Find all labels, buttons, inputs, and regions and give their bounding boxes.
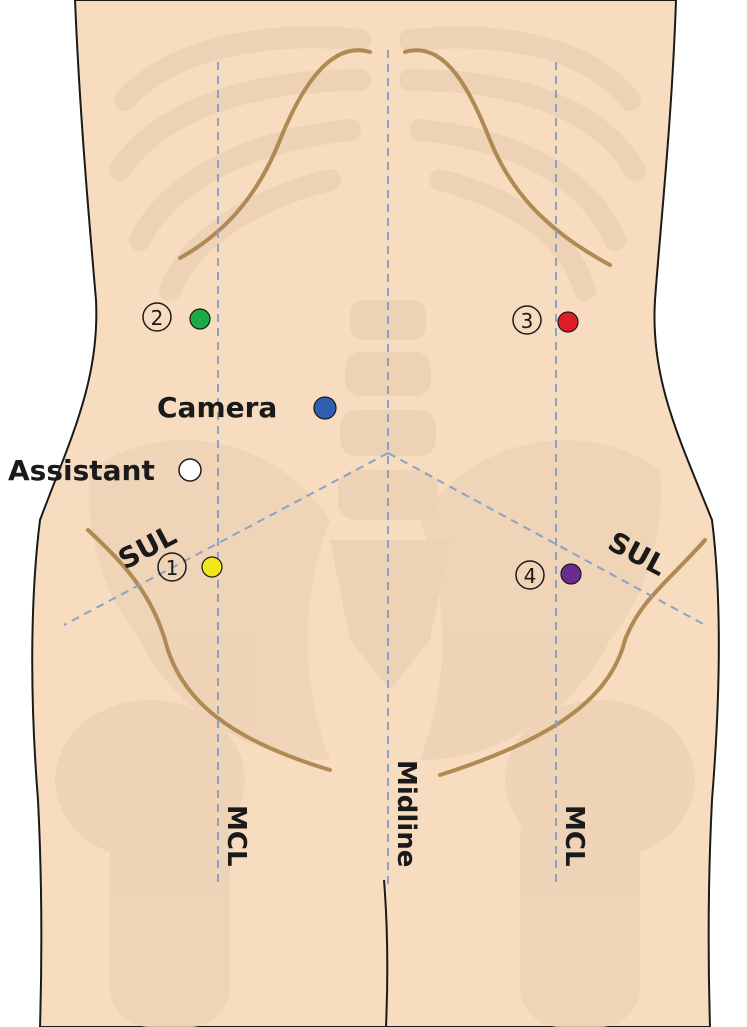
left-femur [110, 800, 230, 1027]
port-dot-yellow [202, 557, 222, 577]
port-number: 1 [166, 556, 179, 580]
midline-label: Midline [391, 760, 421, 867]
left-obturator [250, 785, 330, 875]
port-number: 4 [524, 564, 537, 588]
mcl-left-label: MCL [221, 805, 251, 867]
port-dot-green [190, 309, 210, 329]
port-dot-purple [561, 564, 581, 584]
right-obturator [420, 785, 500, 875]
port-number: 2 [151, 306, 164, 330]
assistant-port-dot [179, 459, 201, 481]
assistant-label: Assistant [8, 454, 155, 487]
camera-label: Camera [157, 391, 277, 424]
camera-port-dot [314, 397, 336, 419]
mcl-right-label: MCL [559, 805, 589, 867]
port-number: 3 [521, 309, 534, 333]
port-dot-red [558, 312, 578, 332]
